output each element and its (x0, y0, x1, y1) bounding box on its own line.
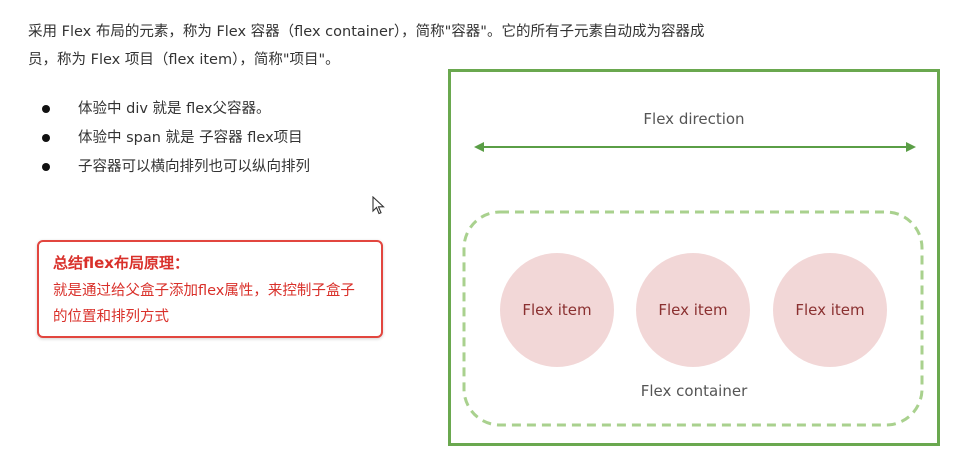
bullet-list: 体验中 div 就是 flex父容器。 体验中 span 就是 子容器 flex… (42, 95, 310, 182)
flex-item-label: Flex item (795, 301, 865, 319)
list-item: 子容器可以横向排列也可以纵向排列 (42, 153, 310, 182)
summary-title: 总结flex布局原理： (53, 254, 189, 272)
flex-item-label: Flex item (658, 301, 728, 319)
list-item: 体验中 div 就是 flex父容器。 (42, 95, 310, 124)
bullet-dot-icon (42, 134, 50, 142)
bullet-dot-icon (42, 105, 50, 113)
list-item: 体验中 span 就是 子容器 flex项目 (42, 124, 310, 153)
summary-body: 就是通过给父盒子添加flex属性，来控制子盒子的位置和排列方式 (53, 283, 355, 325)
summary-callout: 总结flex布局原理： 就是通过给父盒子添加flex属性，来控制子盒子的位置和排… (37, 240, 383, 338)
bullet-text: 体验中 span 就是 子容器 flex项目 (78, 130, 303, 146)
flex-container-label: Flex container (640, 382, 748, 400)
flex-item-circle: Flex item (500, 253, 614, 367)
bullet-text: 体验中 div 就是 flex父容器。 (78, 101, 271, 117)
dashed-container-outline (462, 210, 924, 427)
mouse-cursor-icon (372, 196, 385, 215)
flex-item-label: Flex item (522, 301, 592, 319)
flex-item-circle: Flex item (636, 253, 750, 367)
bullet-dot-icon (42, 163, 50, 171)
bullet-text: 子容器可以横向排列也可以纵向排列 (78, 159, 310, 175)
flex-item-circle: Flex item (773, 253, 887, 367)
flex-diagram-graphics (462, 142, 924, 427)
intro-paragraph: 采用 Flex 布局的元素，称为 Flex 容器（flex container）… (28, 24, 705, 68)
flex-direction-label: Flex direction (643, 110, 745, 128)
direction-arrow-icon (474, 142, 916, 152)
